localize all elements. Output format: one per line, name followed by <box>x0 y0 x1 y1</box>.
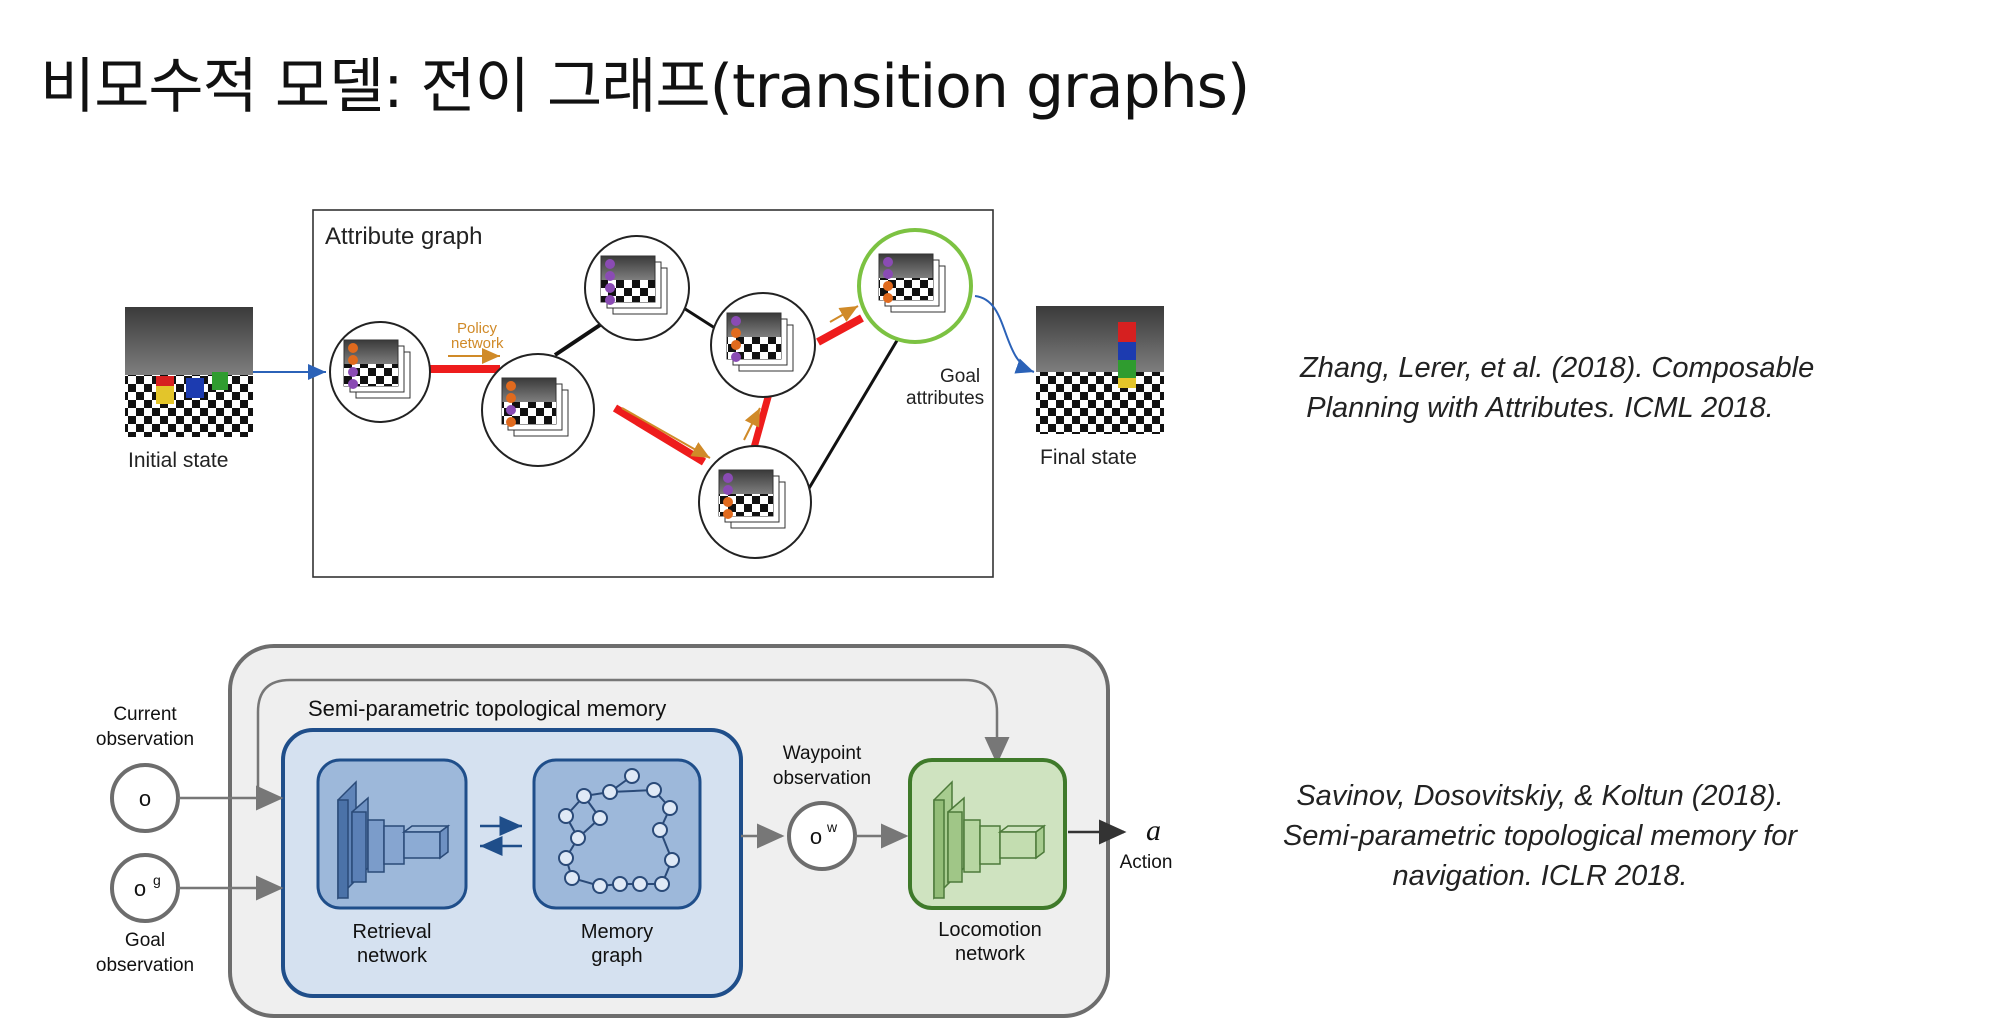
policy-label-line2: network <box>451 335 504 352</box>
initial-state-image <box>125 307 253 437</box>
memory-graph-icon <box>558 768 680 894</box>
policy-arrow-4 <box>829 305 859 323</box>
waypoint-line2: observation <box>773 768 871 789</box>
locomotion-line2: network <box>955 943 1026 965</box>
final-state-label: Final state <box>1040 446 1137 469</box>
citation-zhang-line2: Planning with Attributes. ICML 2018. <box>1306 392 1774 424</box>
policy-label-line1: Policy <box>457 320 498 337</box>
graph-node-5 <box>698 445 812 559</box>
memory-line1: Memory <box>581 921 653 943</box>
policy-arrow-2 <box>621 407 711 459</box>
memory-line2: graph <box>591 945 642 967</box>
slide-title: 비모수적 모델: 전이 그래프(transition graphs) <box>40 52 1250 122</box>
waypoint-symbol: o <box>810 824 822 849</box>
goal-obs-superscript: g <box>153 872 161 888</box>
retrieval-line1: Retrieval <box>353 921 432 943</box>
goal-attributes-line1: Goal <box>940 366 980 387</box>
graph-node-3 <box>584 235 690 341</box>
waypoint-superscript: w <box>826 819 838 835</box>
policy-arrow-3 <box>743 407 761 441</box>
final-state-image <box>1036 306 1164 434</box>
sptm-figure: Semi-parametric topological memory Retri… <box>96 644 1173 1018</box>
locomotion-line1: Locomotion <box>938 919 1041 941</box>
graph-node-4 <box>710 292 816 398</box>
citation-zhang: Zhang, Lerer, et al. (2018). Composable … <box>1300 348 1815 428</box>
current-obs-line1: Current <box>113 704 177 725</box>
retrieval-line2: network <box>357 945 428 967</box>
citation-savinov-line2: Semi-parametric topological memory for <box>1282 820 1798 852</box>
action-symbol: a <box>1146 814 1161 847</box>
graph-node-2 <box>481 353 595 467</box>
goal-obs-line2: observation <box>96 955 194 976</box>
graph-node-1 <box>329 321 431 423</box>
current-obs-line2: observation <box>96 729 194 750</box>
citation-savinov: Savinov, Dosovitskiy, & Koltun (2018). S… <box>1260 776 1820 896</box>
sptm-label: Semi-parametric topological memory <box>308 696 666 721</box>
initial-state-label: Initial state <box>128 449 228 472</box>
feedback-arrow <box>256 678 1010 798</box>
goal-to-final-arrow <box>974 295 1035 374</box>
locomotion-cnn-icon <box>933 780 1047 900</box>
citation-savinov-line3: navigation. ICLR 2018. <box>1392 860 1688 892</box>
goal-node <box>857 228 973 344</box>
action-label: Action <box>1120 852 1173 873</box>
graph-edges <box>430 296 910 491</box>
attribute-graph-label: Attribute graph <box>325 223 482 250</box>
goal-attributes-line2: attributes <box>906 388 984 409</box>
goal-obs-line1: Goal <box>125 930 165 951</box>
citation-savinov-line1: Savinov, Dosovitskiy, & Koltun (2018). <box>1296 780 1784 812</box>
waypoint-line1: Waypoint <box>783 743 862 764</box>
current-obs-symbol: o <box>139 786 151 811</box>
retrieval-cnn-icon <box>337 780 451 900</box>
citation-zhang-line1: Zhang, Lerer, et al. (2018). Composable <box>1300 352 1815 384</box>
goal-obs-symbol: o <box>134 876 146 901</box>
